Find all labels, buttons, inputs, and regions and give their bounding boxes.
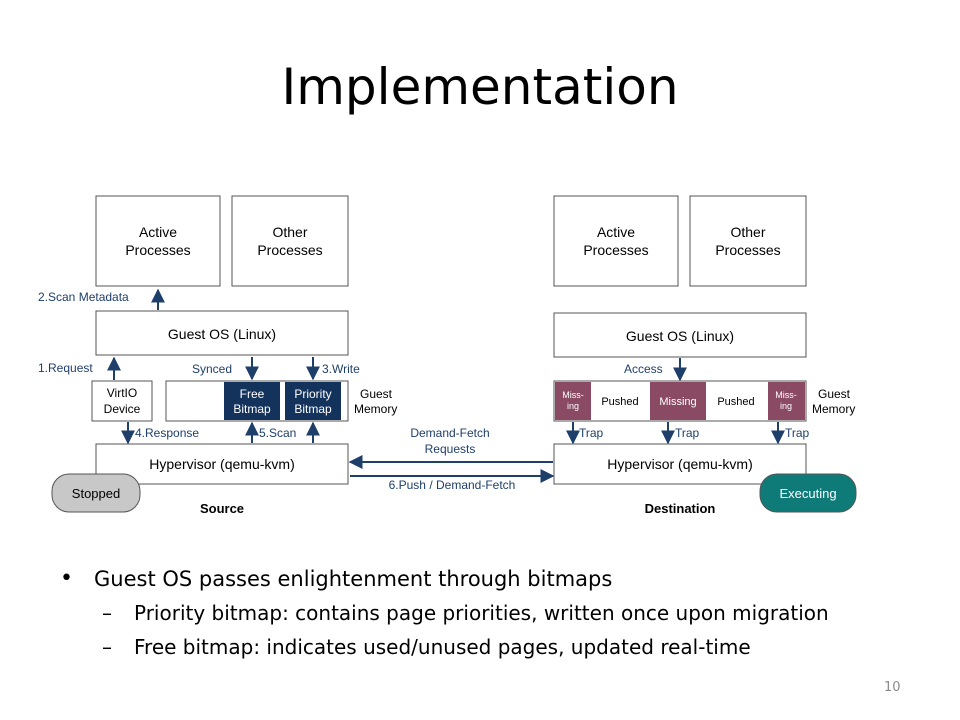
source-guest-memory-label: Memory bbox=[354, 402, 397, 416]
pushed-page-right-label: Pushed bbox=[717, 396, 754, 408]
dest-guest-os-box bbox=[553, 312, 807, 358]
source-active-processes-box bbox=[95, 195, 221, 287]
dest-guest-memory-label: Memory bbox=[812, 402, 855, 416]
stopped-state-label: Stopped bbox=[72, 486, 120, 501]
free-bitmap-label: Bitmap bbox=[233, 402, 271, 416]
source-other-processes-box bbox=[231, 195, 349, 287]
missing-page-right-label: Miss- bbox=[775, 390, 797, 400]
sub-bullet-item: Priority bitmap: contains page prioritie… bbox=[60, 596, 940, 630]
stopped-state-badge bbox=[51, 473, 141, 513]
slide-title: Implementation bbox=[281, 58, 679, 116]
dest-active-processes-label: Processes bbox=[583, 242, 648, 258]
missing-page-left bbox=[555, 382, 591, 420]
source-active-processes-label: Active bbox=[139, 224, 177, 240]
bullet-item: Guest OS passes enlightenment through bi… bbox=[60, 562, 940, 596]
dest-guest-memory-label: Guest bbox=[818, 387, 851, 401]
dest-guest-os-label: Guest OS (Linux) bbox=[626, 328, 734, 344]
pushed-page-left-label: Pushed bbox=[601, 396, 638, 408]
missing-page-center-label: Missing bbox=[659, 396, 696, 408]
missing-page-right-label: ing bbox=[780, 401, 792, 411]
trap-label-left: Trap bbox=[579, 426, 604, 440]
missing-page-center bbox=[650, 382, 706, 420]
scan-metadata-label: 2.Scan Metadata bbox=[38, 290, 129, 304]
source-hypervisor-label: Hypervisor (qemu-kvm) bbox=[149, 456, 294, 472]
priority-bitmap-box bbox=[285, 382, 341, 420]
trap-label-right: Trap bbox=[785, 426, 810, 440]
destination-side: Active Processes Other Processes Guest O… bbox=[553, 195, 857, 516]
free-bitmap-box bbox=[224, 382, 280, 420]
source-hypervisor-box bbox=[95, 443, 349, 485]
response-label: 4.Response bbox=[135, 426, 199, 440]
page-number: 10 bbox=[884, 680, 901, 695]
source-caption: Source bbox=[200, 501, 244, 516]
trap-label-center: Trap bbox=[675, 426, 700, 440]
access-label: Access bbox=[624, 362, 663, 376]
push-label: 6.Push / Demand-Fetch bbox=[389, 478, 516, 492]
dest-other-processes-label: Other bbox=[730, 224, 765, 240]
dest-other-processes-box bbox=[689, 195, 807, 287]
source-guest-os-box bbox=[95, 310, 349, 356]
source-active-processes-label: Processes bbox=[125, 242, 190, 258]
demand-fetch-label: Requests bbox=[425, 442, 476, 456]
executing-state-badge bbox=[759, 473, 857, 513]
priority-bitmap-label: Priority bbox=[294, 387, 331, 401]
missing-page-left-label: Miss- bbox=[562, 390, 584, 400]
dest-active-processes-box bbox=[553, 195, 679, 287]
executing-state-label: Executing bbox=[779, 486, 836, 501]
virtio-device-label: VirtIO bbox=[107, 386, 137, 400]
dest-hypervisor-label: Hypervisor (qemu-kvm) bbox=[607, 456, 752, 472]
scan-label: 5.Scan bbox=[259, 426, 296, 440]
demand-fetch-label: Demand-Fetch bbox=[410, 426, 489, 440]
missing-page-left-label: ing bbox=[567, 401, 579, 411]
request-label: 1.Request bbox=[38, 361, 93, 375]
source-side: Active Processes Other Processes 2.Scan … bbox=[38, 195, 397, 516]
dest-active-processes-label: Active bbox=[597, 224, 635, 240]
sub-bullet-item: Free bitmap: indicates used/unused pages… bbox=[60, 630, 940, 664]
free-bitmap-label: Free bbox=[240, 387, 265, 401]
source-other-processes-label: Processes bbox=[257, 242, 322, 258]
migration-channel: Demand-Fetch Requests 6.Push / Demand-Fe… bbox=[348, 426, 555, 492]
missing-page-right bbox=[768, 382, 805, 420]
destination-caption: Destination bbox=[645, 501, 716, 516]
virtio-device-label: Device bbox=[104, 402, 141, 416]
priority-bitmap-label: Bitmap bbox=[294, 402, 332, 416]
dest-hypervisor-box bbox=[553, 443, 807, 485]
write-label: 3.Write bbox=[322, 362, 360, 376]
bullet-list: Guest OS passes enlightenment through bi… bbox=[60, 562, 940, 664]
synced-label: Synced bbox=[192, 362, 232, 376]
source-guest-memory-label: Guest bbox=[360, 387, 393, 401]
source-other-processes-label: Other bbox=[272, 224, 307, 240]
dest-other-processes-label: Processes bbox=[715, 242, 780, 258]
source-guest-os-label: Guest OS (Linux) bbox=[168, 326, 276, 342]
virtio-device-box bbox=[91, 380, 153, 422]
